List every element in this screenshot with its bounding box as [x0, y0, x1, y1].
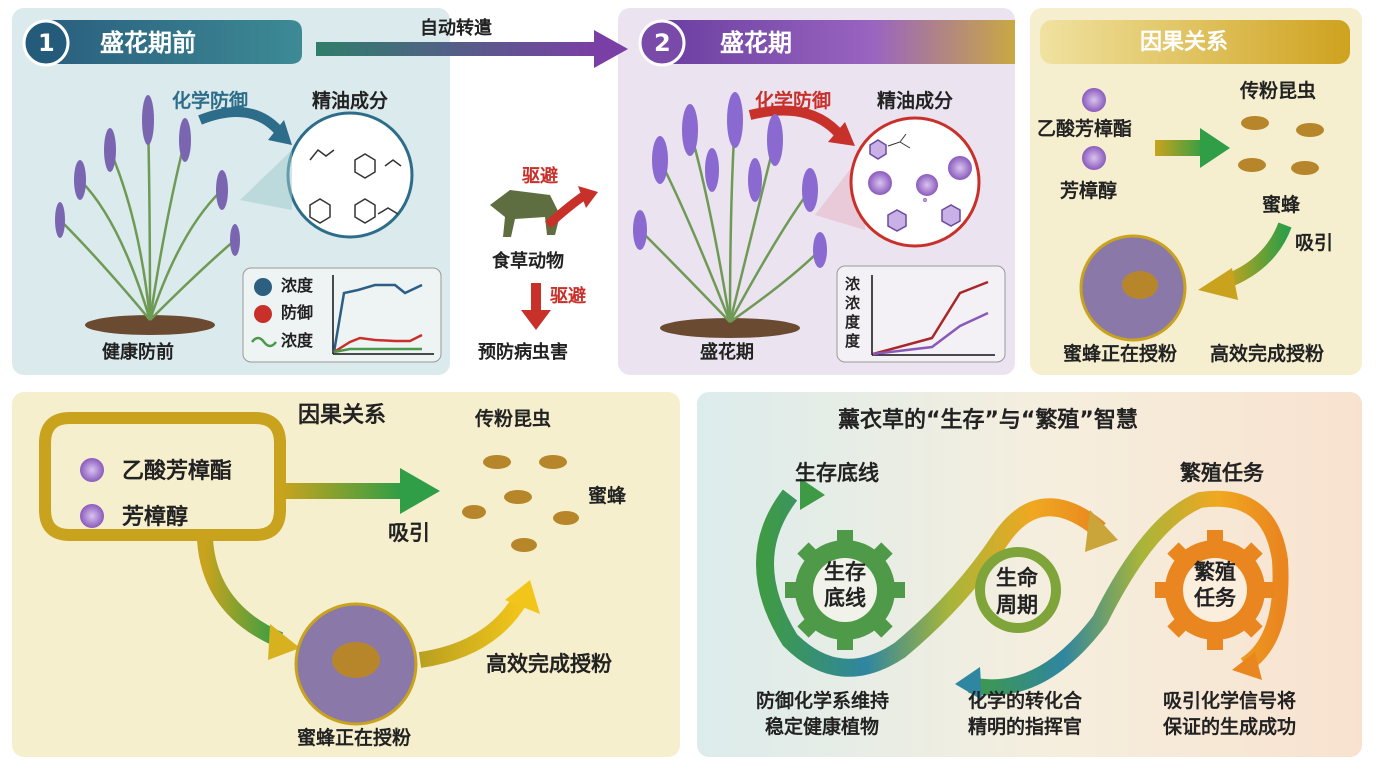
legend-concentration: 浓度	[281, 276, 314, 295]
desc-lifecycle-line2: 精明的指挥官	[968, 716, 1083, 738]
reproduction-heading: 繁殖任务	[1180, 461, 1264, 485]
panel1-plant-caption: 健康防前	[102, 342, 174, 363]
desc-reproduction-line1: 吸引化学信号将	[1163, 690, 1297, 712]
desc-lifecycle-line1: 化学的转化合	[968, 690, 1083, 712]
legend-defense: 防御	[281, 303, 314, 322]
herbivore-label: 食草动物	[492, 251, 564, 272]
panel-causality-small	[1030, 8, 1362, 375]
panel2-oil-label: 精油成分	[877, 90, 954, 112]
gear-reproduction-line2: 任务	[1194, 586, 1236, 610]
gear-lifecycle-line2: 周期	[996, 593, 1038, 617]
repel-bottom-label: 驱避	[550, 286, 586, 307]
panel3-caption-left: 蜜蜂正在授粉	[1063, 343, 1178, 365]
desc-survival-line2: 稳定健康植物	[765, 716, 880, 738]
panel3-insects: 传粉昆虫	[1240, 80, 1317, 102]
transition-label: 自动转遣	[420, 18, 492, 39]
panel3-caption-right: 高效完成授粉	[1210, 343, 1325, 365]
panel4-attract: 吸引	[388, 521, 430, 545]
panel4-bee: 蜜蜂	[588, 485, 627, 507]
prevent-pests-label: 预防病虫害	[478, 342, 568, 363]
legend-concentration-2: 浓度	[281, 331, 314, 350]
panel3-compound1: 乙酸芳樟酯	[1037, 118, 1133, 140]
panel1-title: 盛花期前	[100, 29, 196, 57]
gear-survival-line1: 生存	[824, 560, 866, 584]
gear-reproduction-line1: 繁殖	[1194, 560, 1236, 584]
panel2-defense-label: 化学防御	[755, 90, 832, 112]
panel5-title: 薰衣草的“生存”与“繁殖”智慧	[838, 408, 1138, 433]
panel4-insects: 传粉昆虫	[475, 408, 552, 430]
step-number-1: 1	[38, 29, 55, 57]
panel3-attract: 吸引	[1295, 232, 1334, 254]
panel4-compound2: 芳樟醇	[122, 505, 189, 530]
panel2-title: 盛花期	[720, 29, 792, 57]
gear-survival-line2: 底线	[824, 586, 866, 610]
repel-top-label: 驱避	[522, 166, 558, 187]
panel4-title: 因果关系	[298, 403, 387, 428]
panel4-caption: 蜜蜂正在授粉	[297, 727, 412, 749]
gear-lifecycle-line1: 生命	[996, 566, 1038, 590]
panel4-efficient: 高效完成授粉	[486, 652, 612, 676]
panel3-title: 因果关系	[1140, 30, 1229, 55]
desc-survival-line1: 防御化学系维持	[756, 690, 890, 712]
panel2-chart-ylabel: 浓浓度度	[845, 275, 861, 350]
panel1-oil-label: 精油成分	[312, 90, 389, 112]
panel4-compound1: 乙酸芳樟酯	[122, 459, 233, 484]
panel1-defense-label: 化学防御	[172, 90, 249, 112]
survival-heading: 生存底线	[795, 461, 879, 485]
desc-reproduction-line2: 保证的生成成功	[1163, 716, 1297, 738]
step-number-2: 2	[654, 29, 671, 57]
panel3-bee: 蜜蜂	[1262, 194, 1301, 216]
panel3-compound2: 芳樟醇	[1060, 180, 1118, 202]
panel2-plant-caption: 盛花期	[700, 342, 754, 363]
